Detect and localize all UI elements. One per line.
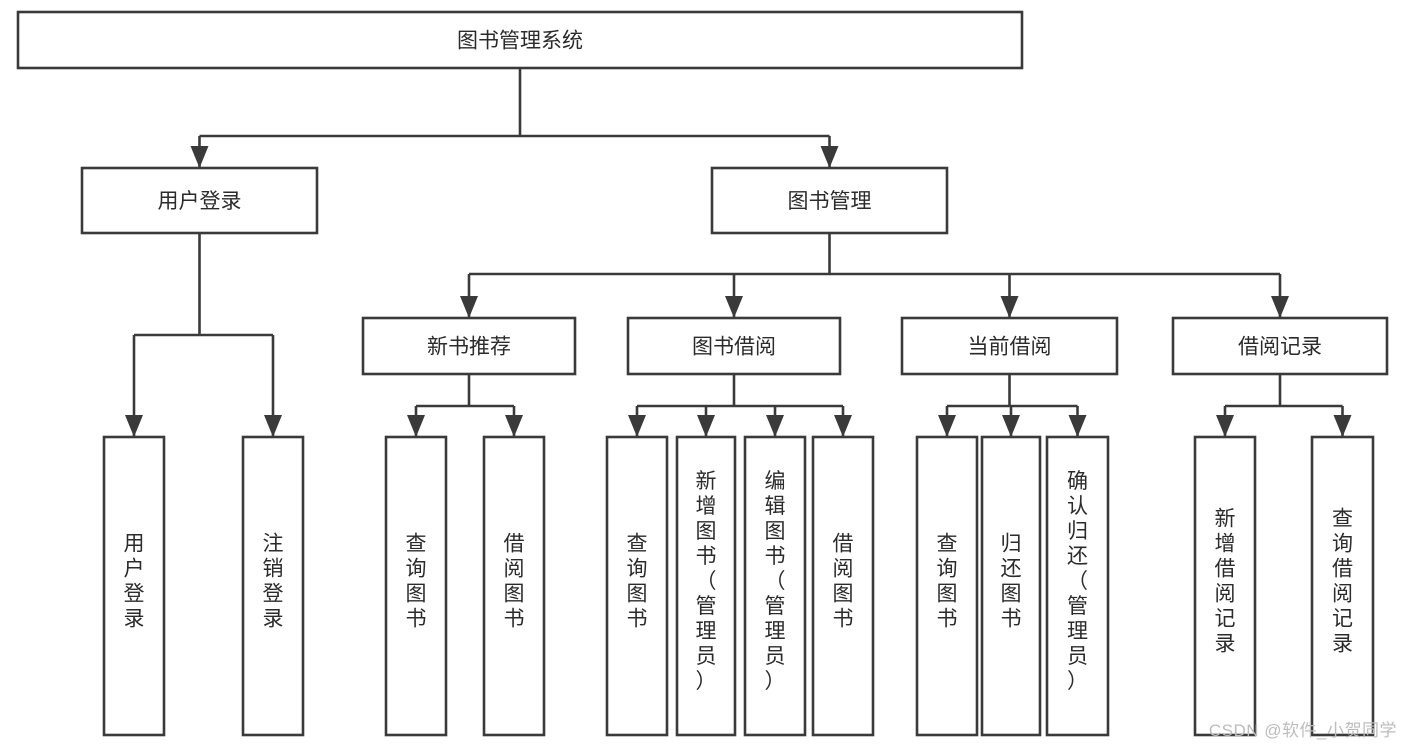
connector-edges <box>125 68 1352 437</box>
node-new-book-recommend-label: 新书推荐 <box>427 336 511 359</box>
arrow-head-icon <box>834 415 852 437</box>
node-current-borrow-box[interactable] <box>900 316 1119 376</box>
node-leaf-borrow-book-2[interactable]: 借阅图书 <box>811 435 875 737</box>
node-leaf-add-record[interactable]: 新增借阅记录 <box>1193 435 1257 737</box>
node-leaf-return-book-box[interactable] <box>980 435 1042 737</box>
node-leaf-query-book-3-box[interactable] <box>915 435 979 737</box>
node-leaf-confirm-return-label: 确认归还（管理员） <box>1067 470 1088 693</box>
arrow-head-icon <box>407 415 425 437</box>
node-root[interactable]: 图书管理系统 <box>16 10 1024 70</box>
node-leaf-query-book-2[interactable]: 查询图书 <box>605 435 669 737</box>
arrow-head-icon <box>1002 415 1020 437</box>
node-leaf-add-record-label: 新增借阅记录 <box>1215 508 1236 656</box>
arrow-head-icon <box>1068 415 1087 437</box>
node-leaf-add-book[interactable]: 新增图书（管理员） <box>675 435 737 737</box>
node-book-manage[interactable]: 图书管理 <box>710 166 949 235</box>
node-borrow-record-box[interactable] <box>1171 316 1389 376</box>
arrow-head-icon <box>1216 415 1234 437</box>
arrow-head-icon <box>725 296 743 318</box>
node-book-manage-label: 图书管理 <box>788 190 872 213</box>
node-leaf-query-book-3[interactable]: 查询图书 <box>915 435 979 737</box>
arrow-head-icon <box>190 146 209 168</box>
arrow-head-icon <box>264 415 282 437</box>
arrow-head-icon <box>697 415 715 437</box>
node-leaf-query-book-3-label: 查询图书 <box>937 533 958 631</box>
node-leaf-confirm-return-box[interactable] <box>1045 435 1110 737</box>
node-leaf-user-login-label: 用户登录 <box>124 533 145 631</box>
node-leaf-query-book-1-box[interactable] <box>384 435 448 737</box>
node-current-borrow-label: 当前借阅 <box>968 336 1052 359</box>
node-borrow-record-label: 借阅记录 <box>1238 336 1322 359</box>
node-boxes: 图书管理系统用户登录图书管理新书推荐图书借阅当前借阅借阅记录用户登录注销登录查询… <box>16 10 1389 737</box>
node-leaf-query-book-1-label: 查询图书 <box>406 533 427 631</box>
node-leaf-borrow-book-1[interactable]: 借阅图书 <box>482 435 546 737</box>
node-leaf-add-book-label: 新增图书（管理员） <box>696 470 717 693</box>
node-user-login[interactable]: 用户登录 <box>80 166 319 235</box>
node-leaf-query-book-2-box[interactable] <box>605 435 669 737</box>
node-root-label: 图书管理系统 <box>457 30 583 53</box>
arrow-head-icon <box>125 415 143 437</box>
node-leaf-add-record-box[interactable] <box>1193 435 1257 737</box>
node-leaf-borrow-book-2-box[interactable] <box>811 435 875 737</box>
arrow-head-icon <box>820 146 839 168</box>
node-leaf-user-login[interactable]: 用户登录 <box>102 435 166 737</box>
node-leaf-edit-book-box[interactable] <box>743 435 807 737</box>
node-leaf-confirm-return[interactable]: 确认归还（管理员） <box>1045 435 1110 737</box>
arrow-head-icon <box>628 415 646 437</box>
node-book-manage-box[interactable] <box>710 166 949 235</box>
node-book-borrow-label: 图书借阅 <box>692 336 776 359</box>
node-leaf-user-login-box[interactable] <box>102 435 166 737</box>
node-leaf-query-book-1[interactable]: 查询图书 <box>384 435 448 737</box>
node-book-borrow-box[interactable] <box>626 316 842 376</box>
node-user-login-label: 用户登录 <box>158 190 242 213</box>
node-leaf-add-book-box[interactable] <box>675 435 737 737</box>
arrow-head-icon <box>766 415 784 437</box>
node-root-box[interactable] <box>16 10 1024 70</box>
node-leaf-borrow-book-1-label: 借阅图书 <box>504 533 525 631</box>
node-leaf-edit-book[interactable]: 编辑图书（管理员） <box>743 435 807 737</box>
node-leaf-return-book[interactable]: 归还图书 <box>980 435 1042 737</box>
node-leaf-logout-label: 注销登录 <box>263 533 284 631</box>
node-leaf-edit-book-label: 编辑图书（管理员） <box>765 470 786 693</box>
arrow-head-icon <box>938 415 956 437</box>
arrow-head-icon <box>460 296 478 318</box>
node-borrow-record[interactable]: 借阅记录 <box>1171 316 1389 376</box>
node-new-book-recommend-box[interactable] <box>361 316 577 376</box>
node-leaf-query-book-2-label: 查询图书 <box>627 533 648 631</box>
node-new-book-recommend[interactable]: 新书推荐 <box>361 316 577 376</box>
node-current-borrow[interactable]: 当前借阅 <box>900 316 1119 376</box>
node-leaf-borrow-book-1-box[interactable] <box>482 435 546 737</box>
arrow-head-icon <box>505 415 523 437</box>
node-user-login-box[interactable] <box>80 166 319 235</box>
arrow-head-icon <box>1333 415 1352 437</box>
node-leaf-query-record-label: 查询借阅记录 <box>1332 508 1353 656</box>
node-leaf-logout[interactable]: 注销登录 <box>241 435 305 737</box>
node-book-borrow[interactable]: 图书借阅 <box>626 316 842 376</box>
node-leaf-query-record-box[interactable] <box>1310 435 1375 737</box>
node-leaf-query-record[interactable]: 查询借阅记录 <box>1310 435 1375 737</box>
arrow-head-icon <box>1000 296 1019 318</box>
node-leaf-borrow-book-2-label: 借阅图书 <box>833 533 854 631</box>
node-leaf-logout-box[interactable] <box>241 435 305 737</box>
arrow-head-icon <box>1271 296 1289 318</box>
node-leaf-return-book-label: 归还图书 <box>1001 533 1022 631</box>
